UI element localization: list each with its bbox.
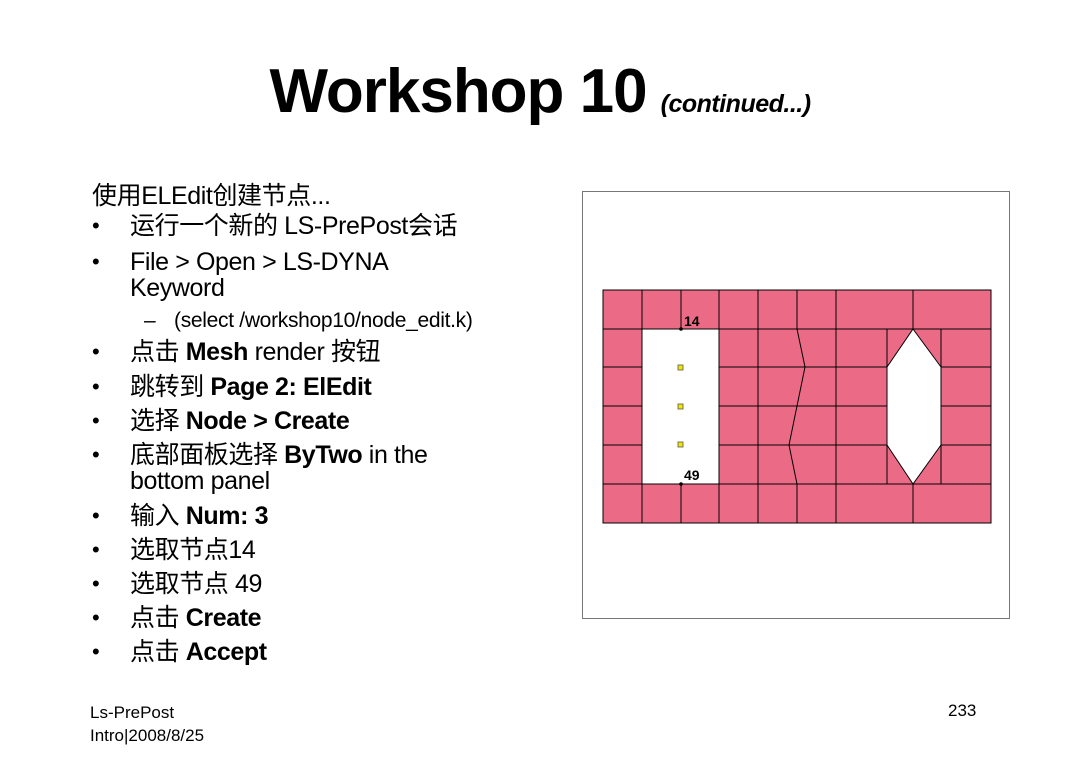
bullet-dot-icon: •: [92, 339, 100, 364]
title-subtitle: (continued...): [660, 90, 811, 118]
node-14-marker: [679, 327, 683, 331]
node-label-14: 14: [684, 313, 700, 329]
sub-bullet-text: (select /workshop10/node_edit.k): [174, 309, 473, 332]
bullet-dot-icon: •: [92, 639, 100, 664]
title-main: Workshop 10: [269, 57, 647, 126]
bullet-bold: Create: [185, 604, 262, 632]
new-node-marker: [677, 364, 684, 371]
page-number: 233: [948, 701, 977, 720]
footer-app-name: Ls-PrePost: [90, 703, 175, 722]
bullet-text: 运行一个新的 LS‐PrePost会话: [130, 212, 458, 240]
new-node-marker: [677, 441, 684, 448]
bullet-dot-icon: •: [92, 442, 100, 467]
bullet-bold: Node > Create: [185, 407, 350, 435]
footer-date: Intro|2008/8/25: [90, 726, 205, 745]
bullet-bold: ByTwo: [284, 441, 363, 469]
bullet-dot-icon: •: [92, 605, 100, 630]
node-49-marker: [679, 482, 683, 486]
mesh-drawing: 14 49: [602, 289, 992, 524]
footer-left: Ls-PrePost Intro|2008/8/25: [90, 701, 204, 747]
bullet-bold: Mesh: [185, 338, 249, 366]
bullet-dot-icon: •: [92, 213, 100, 238]
bullet-text: File > Open > LS‐DYNA: [130, 248, 389, 276]
bullet-bold: Num: 3: [185, 502, 269, 530]
dash-icon: –: [144, 309, 156, 332]
new-node-marker: [677, 403, 684, 410]
bullet-text-line2: Keyword: [130, 274, 225, 302]
bullet-dot-icon: •: [92, 571, 100, 596]
bullet-bold: Accept: [185, 638, 267, 666]
slide-title: Workshop 10 (continued...): [0, 56, 1080, 127]
bullet-bold: Page 2: ElEdit: [210, 373, 372, 401]
node-label-49: 49: [684, 467, 700, 483]
mesh-lines: [603, 290, 991, 523]
bullet-dot-icon: •: [92, 408, 100, 433]
new-nodes: [677, 364, 684, 448]
intro-text: 使用ELEdit创建节点...: [92, 182, 331, 210]
mesh-viewport[interactable]: 14 49: [582, 191, 1010, 619]
bullet-dot-icon: •: [92, 537, 100, 562]
bullet-dot-icon: •: [92, 374, 100, 399]
bullet-dot-icon: •: [92, 249, 100, 274]
bullet-dot-icon: •: [92, 503, 100, 528]
